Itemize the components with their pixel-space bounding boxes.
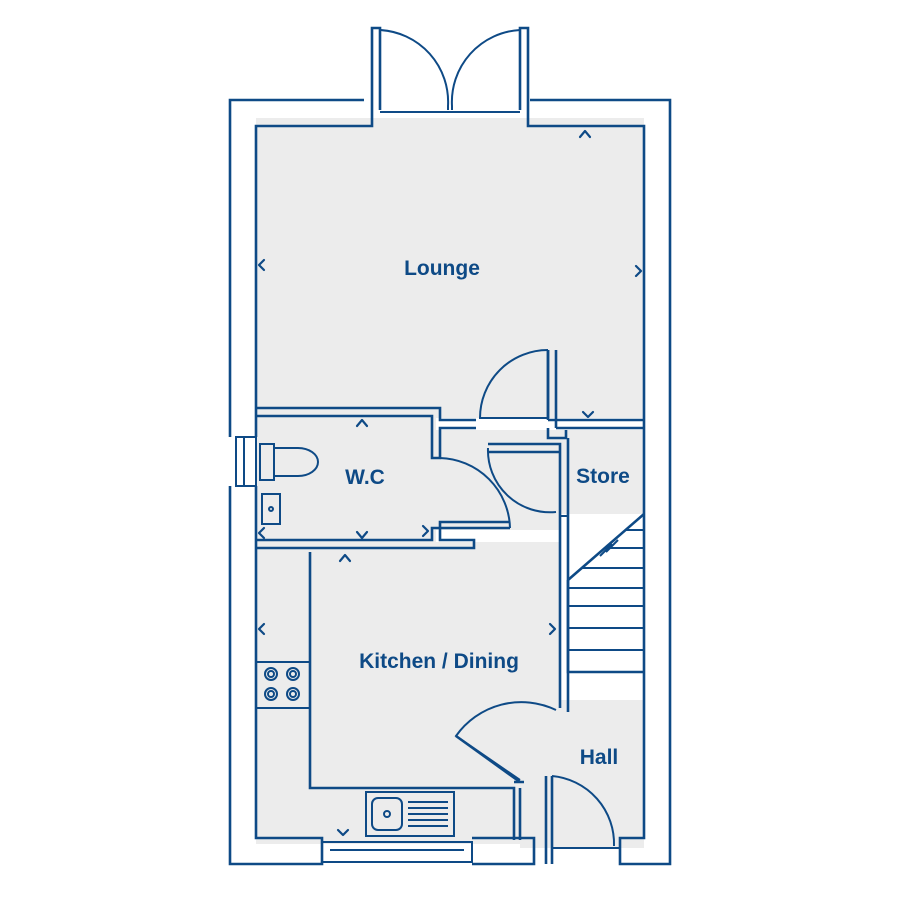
stair-break-mark	[599, 539, 619, 557]
patio-door-leaf-right	[450, 29, 521, 110]
patio-door-frame-left	[370, 26, 382, 110]
lounge-door-swing	[478, 349, 549, 419]
staircase	[566, 513, 645, 674]
dimension-markers	[257, 129, 643, 837]
chevron-left-icon	[257, 526, 266, 540]
outer-wall-left-top	[228, 98, 374, 437]
chevron-right-icon	[548, 622, 557, 636]
chevron-up-icon	[578, 129, 592, 139]
chevron-down-icon	[336, 828, 350, 837]
outer-wall-bottom-right	[544, 776, 554, 864]
kitchen-door-leaf	[455, 734, 521, 784]
kitchen-door-swing	[454, 701, 557, 781]
kitchen-window-frame	[321, 841, 473, 863]
store-floor	[560, 430, 644, 514]
patio-door-leaf-left	[379, 29, 450, 110]
wc-window	[235, 436, 257, 487]
outer-wall-bottom-mid	[472, 836, 536, 866]
patio-doors	[370, 26, 530, 113]
room-label-kitchen: Kitchen / Dining	[359, 650, 519, 673]
patio-door-frame-right	[518, 26, 530, 110]
kitchen-window	[321, 841, 473, 863]
room-label-store: Store	[576, 465, 630, 488]
doors	[439, 349, 616, 847]
wc-top-wall	[256, 406, 476, 460]
lounge-floor	[256, 118, 644, 418]
wc-window-frame	[235, 436, 257, 487]
chevron-left-icon	[257, 258, 266, 272]
store-door-swing	[486, 447, 557, 514]
hall-floor	[520, 700, 644, 848]
outer-wall-right-top	[526, 98, 672, 866]
basin-icon	[261, 493, 281, 525]
wc-floor	[256, 418, 436, 542]
hob-icon	[255, 661, 311, 709]
wc-door-swing	[439, 457, 511, 529]
chevron-up-icon	[355, 418, 369, 428]
wc-bottom-wall	[256, 520, 510, 550]
stair-outline	[566, 513, 645, 674]
chevron-down-icon	[355, 530, 369, 540]
store-top-wall	[546, 426, 644, 440]
fixtures	[255, 443, 455, 837]
chevron-right-icon	[421, 524, 430, 538]
sink-icon	[365, 791, 455, 837]
store-lobby-floor	[436, 430, 560, 530]
room-label-lounge: Lounge	[404, 257, 480, 280]
chevron-down-icon	[581, 410, 595, 419]
chevron-up-icon	[338, 553, 352, 563]
front-door-swing	[551, 775, 616, 847]
chevron-left-icon	[257, 622, 266, 636]
floor-fills	[256, 118, 644, 848]
room-labels: Lounge W.C Store Kitchen / Dining Hall	[345, 257, 630, 769]
room-label-hall: Hall	[580, 746, 619, 769]
chevron-right-icon	[634, 264, 643, 278]
toilet-icon	[259, 443, 319, 481]
room-label-wc: W.C	[345, 466, 385, 489]
kitchen-floor	[256, 542, 560, 844]
